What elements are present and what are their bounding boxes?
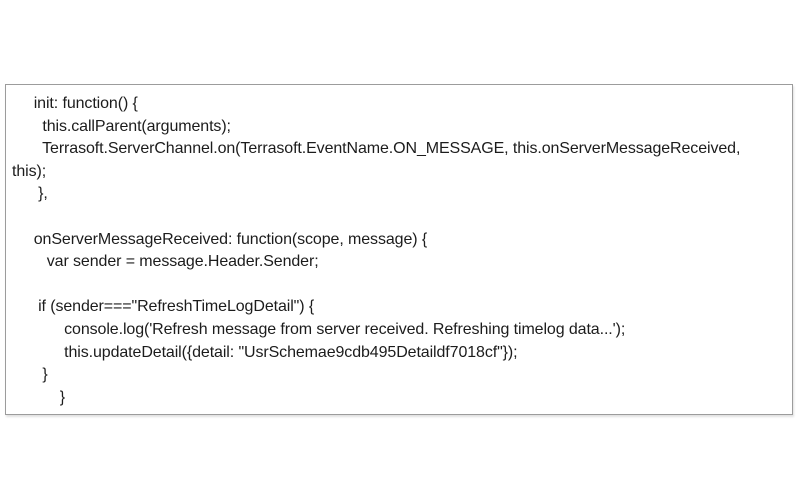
code-line: }, bbox=[12, 185, 48, 203]
code-line: var sender = message.Header.Sender; bbox=[12, 253, 319, 271]
code-line-blank bbox=[12, 206, 790, 229]
code-line: Terrasoft.ServerChannel.on(Terrasoft.Eve… bbox=[12, 140, 741, 158]
code-line: this); bbox=[12, 162, 47, 180]
code-line: if (sender==="RefreshTimeLogDetail") { bbox=[12, 298, 315, 316]
code-line: this.callParent(arguments); bbox=[12, 117, 231, 135]
code-snippet-box: init: function() { this.callParent(argum… bbox=[5, 84, 793, 415]
code-block: init: function() { this.callParent(argum… bbox=[12, 93, 790, 409]
code-line: } bbox=[12, 366, 48, 384]
code-line: } bbox=[12, 388, 66, 406]
code-line-blank bbox=[12, 274, 790, 297]
code-line: init: function() { bbox=[12, 95, 138, 112]
code-line: this.updateDetail({detail: "UsrSchemae9c… bbox=[12, 343, 518, 361]
code-line: onServerMessageReceived: function(scope,… bbox=[12, 230, 428, 248]
code-line: console.log('Refresh message from server… bbox=[12, 320, 626, 338]
